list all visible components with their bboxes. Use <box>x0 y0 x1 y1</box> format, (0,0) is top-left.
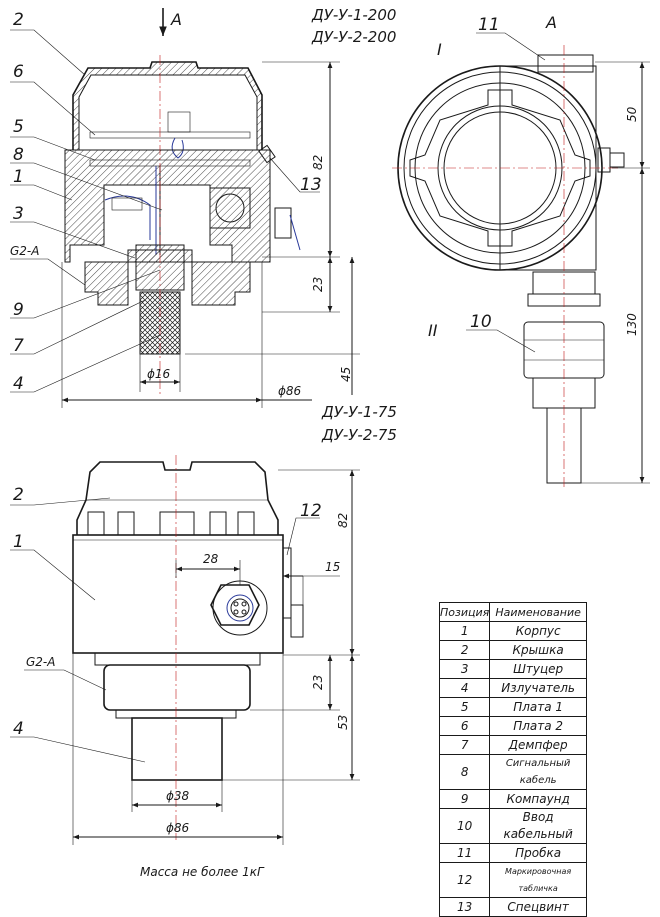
dim-h-gland: 130 <box>625 313 639 336</box>
pos-label: 2 <box>13 10 24 30</box>
pos-label: 8 <box>13 145 24 165</box>
pos-label: 1 <box>13 167 24 187</box>
row-name: Сигнальный кабель <box>489 754 587 790</box>
thread-label: G2-A <box>10 244 39 258</box>
model-title: ДУ-У-2-200 <box>311 28 396 46</box>
table-header-row: Позиция Наименование <box>438 602 587 622</box>
row-num: 6 <box>438 716 491 736</box>
row-name: Плата 2 <box>489 716 587 736</box>
row-num: 7 <box>438 735 491 755</box>
dim-h-cap: 82 <box>336 513 350 528</box>
pos-label: 4 <box>13 719 24 739</box>
row-name: Штуцер <box>489 659 587 679</box>
pos-label: 2 <box>13 485 24 505</box>
row-name: Компаунд <box>489 789 587 809</box>
dim-d-body: ϕ86 <box>278 384 302 398</box>
header-name: Наименование <box>489 602 587 622</box>
row-name: Ввод кабельный <box>489 808 587 844</box>
dim-h-thread: 23 <box>311 675 325 690</box>
row-num: 2 <box>438 640 491 660</box>
row-num: 10 <box>438 808 491 844</box>
pos-label: 1 <box>13 532 24 552</box>
thread-label: G2-A <box>26 655 55 669</box>
roman-first: I <box>437 40 442 59</box>
pos-label: 6 <box>13 62 24 82</box>
row-num: 9 <box>438 789 491 809</box>
row-name: Излучатель <box>489 678 587 698</box>
technical-drawing: A <box>10 6 650 879</box>
model-title: ДУ-У-1-200 <box>311 6 396 24</box>
front-view: ДУ-У-1-75 ДУ-У-2-75 <box>10 403 397 879</box>
pos-label: 12 <box>300 501 322 521</box>
row-name: Демпфер <box>489 735 587 755</box>
row-num: 4 <box>438 678 491 698</box>
top-view-a: A I II 50 130 1 <box>392 13 650 490</box>
dim-h-plug: 50 <box>625 106 639 122</box>
header-position: Позиция <box>438 602 491 622</box>
row-name: Плата 1 <box>489 697 587 717</box>
row-name: Маркировочная табличка <box>489 862 587 898</box>
dim-h-probe: 53 <box>336 715 350 730</box>
dim-d-body: ϕ86 <box>166 821 190 835</box>
model-title: ДУ-У-1-75 <box>321 403 397 421</box>
row-num: 5 <box>438 697 491 717</box>
row-num: 11 <box>438 843 491 863</box>
dim-w-plate: 15 <box>325 560 340 574</box>
pos-label: 4 <box>13 374 24 394</box>
row-name: Пробка <box>489 843 587 863</box>
pos-label: 13 <box>300 175 322 195</box>
pos-label: 5 <box>13 117 24 137</box>
row-num: 8 <box>438 754 491 790</box>
dim-h-probe: 45 <box>339 367 353 382</box>
row-num: 3 <box>438 659 491 679</box>
row-name: Корпус <box>489 621 587 641</box>
pos-label: 9 <box>13 300 24 320</box>
section-view-top: A <box>10 6 396 408</box>
pos-label: 11 <box>478 15 500 35</box>
row-num: 12 <box>438 862 491 898</box>
view-a-label: A <box>545 13 557 32</box>
row-num: 1 <box>438 621 491 641</box>
dim-d-probe: ϕ38 <box>166 789 190 803</box>
dim-h-thread: 23 <box>311 277 325 292</box>
row-num: 13 <box>438 897 491 917</box>
mass-note: Масса не более 1кГ <box>140 865 265 879</box>
view-arrow-label: A <box>170 10 182 29</box>
dim-h-cap: 82 <box>311 155 325 170</box>
pos-label: 7 <box>13 336 24 356</box>
model-title: ДУ-У-2-75 <box>321 426 397 444</box>
dim-d-probe: ϕ16 <box>147 367 171 381</box>
row-name: Крышка <box>489 640 587 660</box>
row-name: Спецвинт <box>489 897 587 917</box>
roman-second: II <box>428 321 438 340</box>
pos-label: 10 <box>470 312 492 332</box>
dim-w-gland: 28 <box>203 552 219 566</box>
pos-label: 3 <box>13 204 24 224</box>
